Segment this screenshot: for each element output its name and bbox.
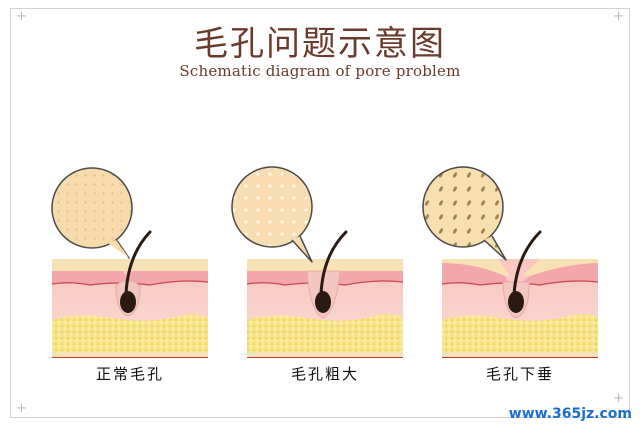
page-border — [10, 8, 630, 418]
diagram-subtitle: Schematic diagram of pore problem — [179, 62, 461, 80]
zoom-circle-sagging — [422, 166, 504, 248]
panel-normal-pore — [51, 167, 208, 358]
hair-shaft — [124, 230, 152, 296]
panel-sagging-pore — [422, 166, 598, 358]
hair-bulb — [120, 291, 136, 313]
site-watermark: www.365jz.com — [508, 406, 632, 422]
fat-layer — [52, 314, 208, 358]
corner-mark-bottom-right: + — [613, 391, 624, 406]
caption-sagging-pore: 毛孔下垂 — [485, 365, 554, 383]
corner-mark-bottom-left: + — [16, 401, 27, 416]
corner-mark-top-left: + — [16, 9, 27, 24]
caption-normal-pore: 正常毛孔 — [95, 365, 164, 383]
zoom-circle-normal — [51, 167, 133, 249]
zoom-circle-enlarged — [231, 166, 313, 248]
caption-enlarged-pore: 毛孔粗大 — [290, 365, 359, 383]
panel-enlarged-pore — [231, 166, 403, 358]
corner-mark-top-right: + — [613, 9, 624, 24]
diagram-title: 毛孔问题示意图 — [194, 24, 446, 64]
